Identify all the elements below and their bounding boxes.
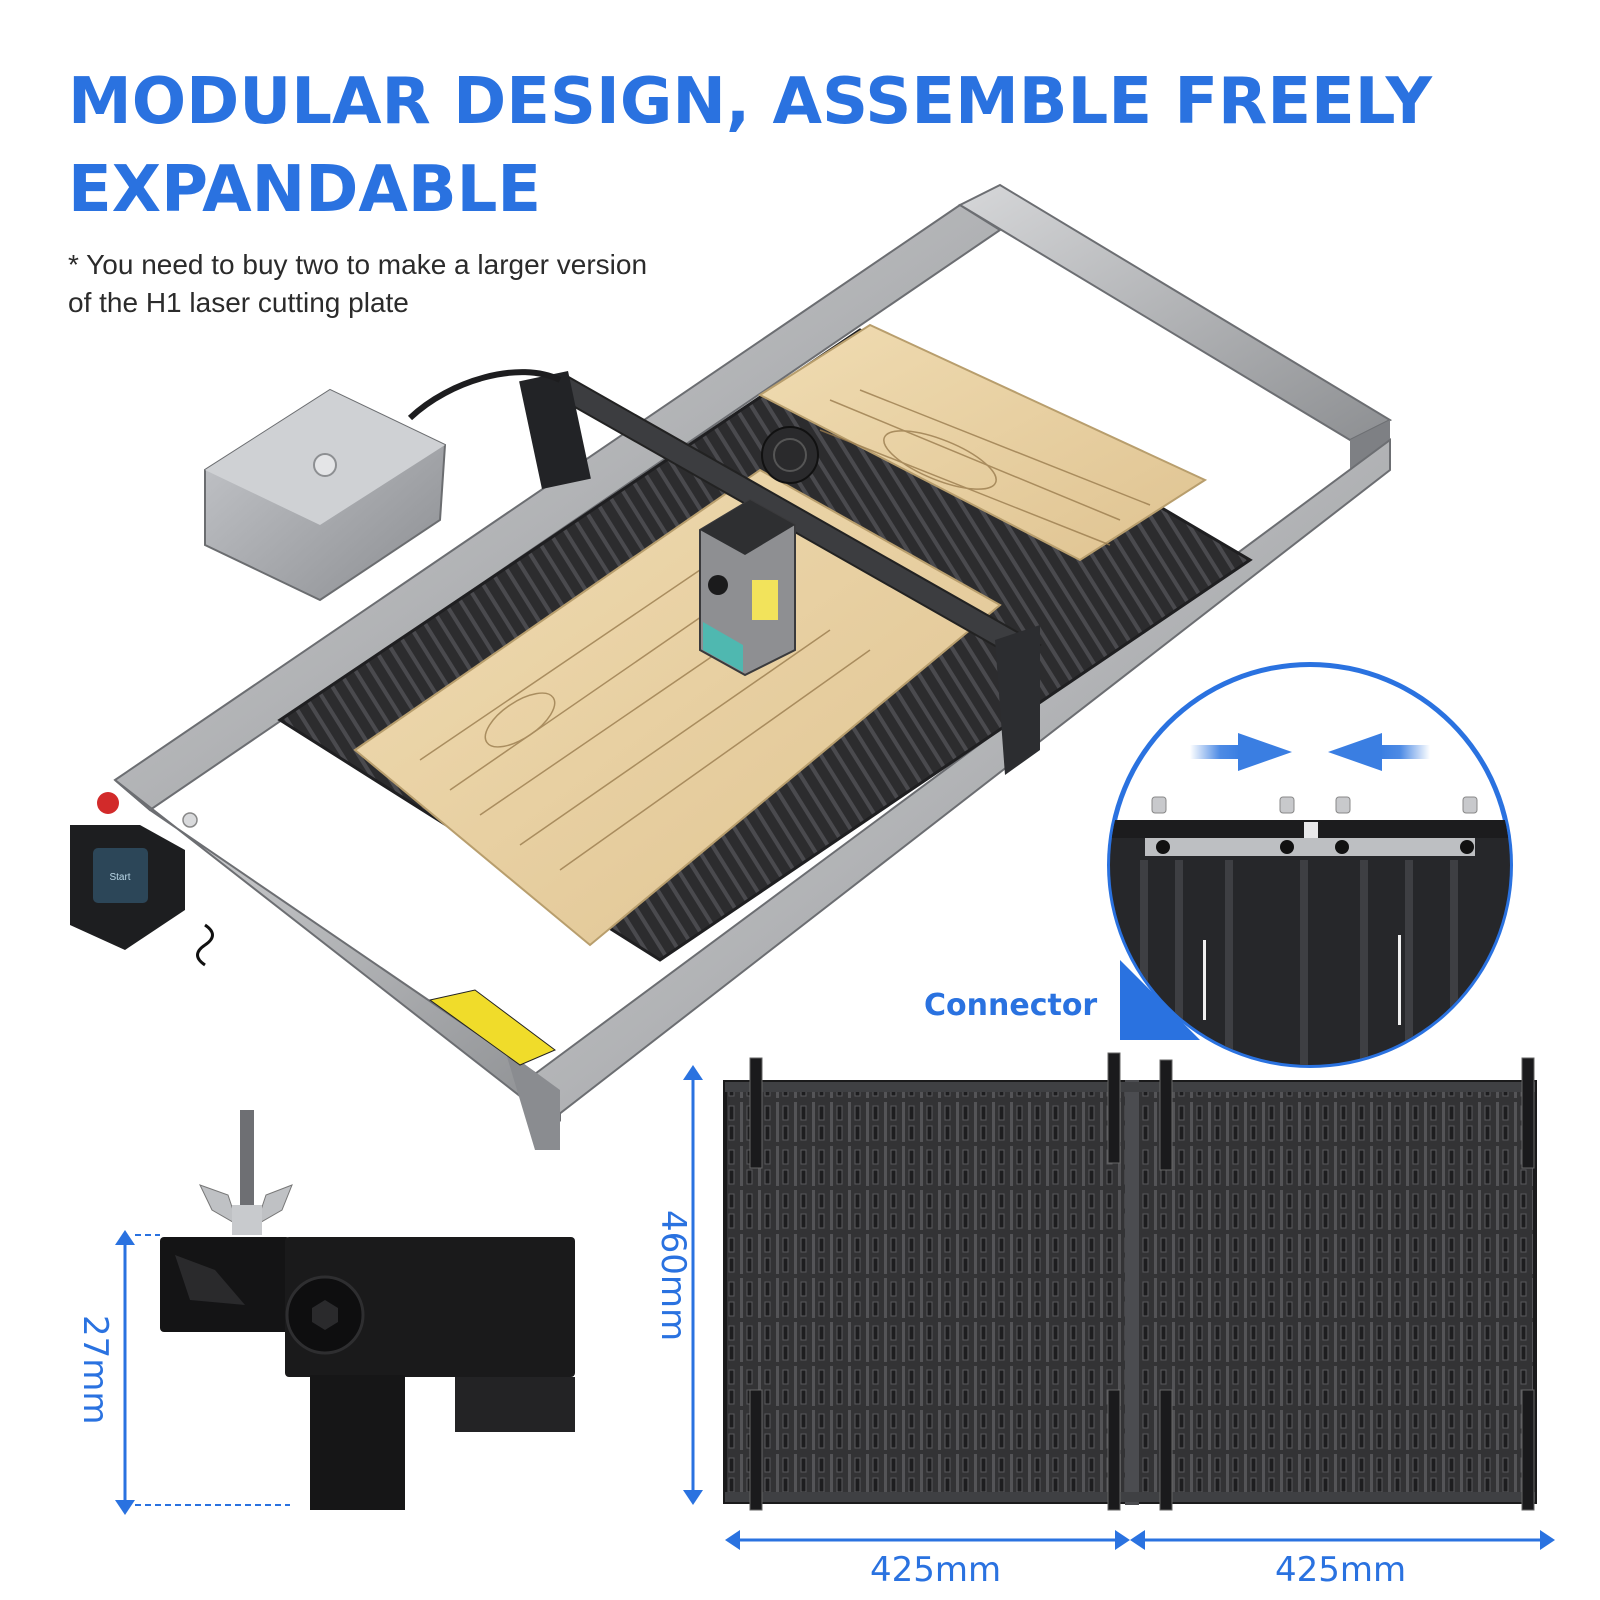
dimension-27-line <box>115 1230 290 1515</box>
wood-board-upper <box>757 323 1208 562</box>
headline-line-2: EXPANDABLE <box>68 153 542 227</box>
laser-module <box>699 426 819 677</box>
dimension-425-right-line <box>1130 1530 1555 1550</box>
purchase-note-line-2: of the H1 laser cutting plate <box>68 287 409 318</box>
headline-line-1: MODULAR DESIGN, ASSEMBLE FREELY <box>68 65 1432 139</box>
dimension-460-line <box>683 1065 703 1505</box>
dimension-425-right-label: 425mm <box>1275 1550 1407 1590</box>
emergency-stop-icon <box>97 792 119 814</box>
dimension-425-left-label: 425mm <box>870 1550 1002 1590</box>
control-panel: Start <box>70 792 214 967</box>
connector-label: Connector <box>924 988 1098 1023</box>
wood-board-lower <box>353 468 1002 947</box>
purchase-note: * You need to buy two to make a larger v… <box>68 246 647 322</box>
arrow-right-icon <box>1190 733 1292 771</box>
headline: MODULAR DESIGN, ASSEMBLE FREELY EXPANDAB… <box>68 58 1432 234</box>
power-supply-box <box>204 369 562 602</box>
dimension-460-label: 460mm <box>653 1210 693 1342</box>
purchase-note-line-1: * You need to buy two to make a larger v… <box>68 249 648 280</box>
expanded-plates <box>723 1052 1537 1511</box>
connector-magnifier <box>1107 662 1513 1068</box>
dimension-425-left-line <box>725 1530 1130 1550</box>
arrow-left-icon <box>1328 733 1430 771</box>
clamp-detail <box>160 1110 575 1510</box>
spacer-nut-icons <box>1151 796 1478 814</box>
svg-text:Start: Start <box>109 872 130 883</box>
dimension-27-label: 27mm <box>75 1315 115 1425</box>
warning-label <box>428 989 556 1066</box>
